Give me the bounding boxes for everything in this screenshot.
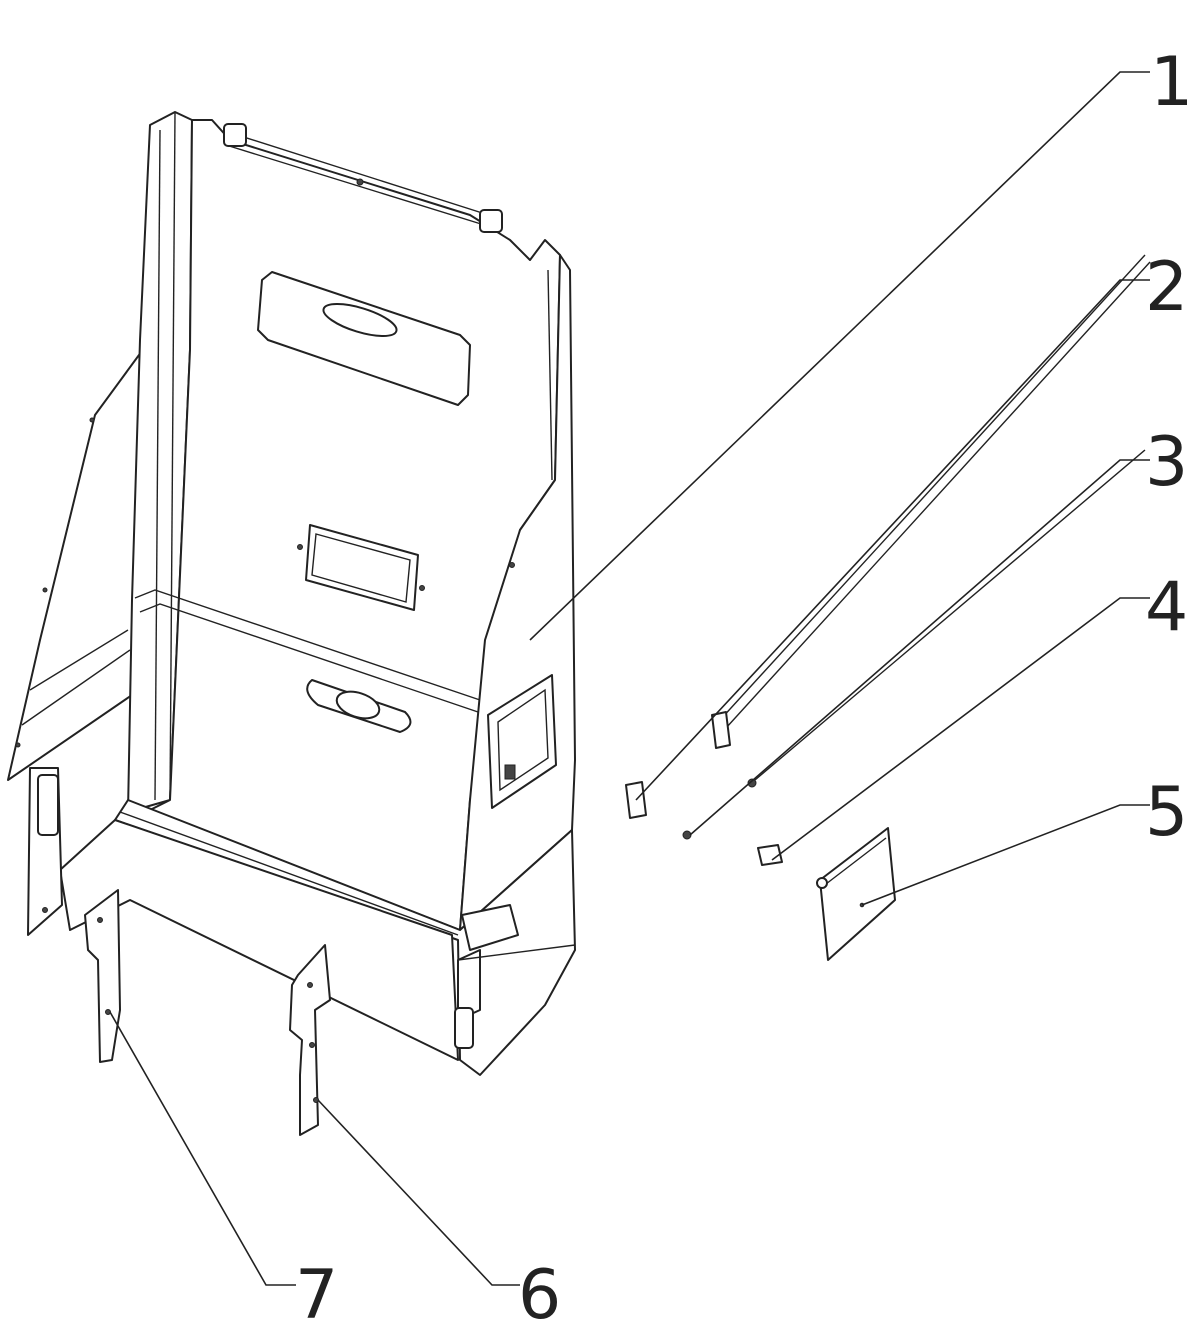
part-7-hinge-bracket — [84, 889, 121, 1063]
leader-2 — [635, 279, 1150, 801]
leader-lines — [109, 71, 1150, 1286]
callout-7: 7 — [295, 1256, 338, 1335]
leader-3 — [689, 459, 1150, 836]
callout-1: 1 — [1150, 43, 1193, 122]
part-1-door-panel — [7, 111, 576, 1076]
part-2-rod-and-hook — [625, 254, 1151, 819]
callout-5: 5 — [1145, 773, 1188, 852]
part-4-clip — [757, 844, 783, 866]
callout-3: 3 — [1145, 423, 1188, 502]
callout-2: 2 — [1145, 248, 1188, 327]
callout-labels: 1 2 3 4 5 6 7 — [295, 43, 1193, 1335]
callout-4: 4 — [1145, 568, 1188, 647]
leader-7 — [109, 1011, 296, 1286]
leader-1 — [529, 71, 1150, 641]
leader-4 — [771, 597, 1150, 861]
callout-6: 6 — [518, 1256, 561, 1335]
leader-5 — [861, 804, 1150, 906]
part-6-hinge-bracket — [289, 944, 331, 1136]
part-5-plate — [816, 827, 896, 961]
leader-6 — [317, 1099, 520, 1286]
